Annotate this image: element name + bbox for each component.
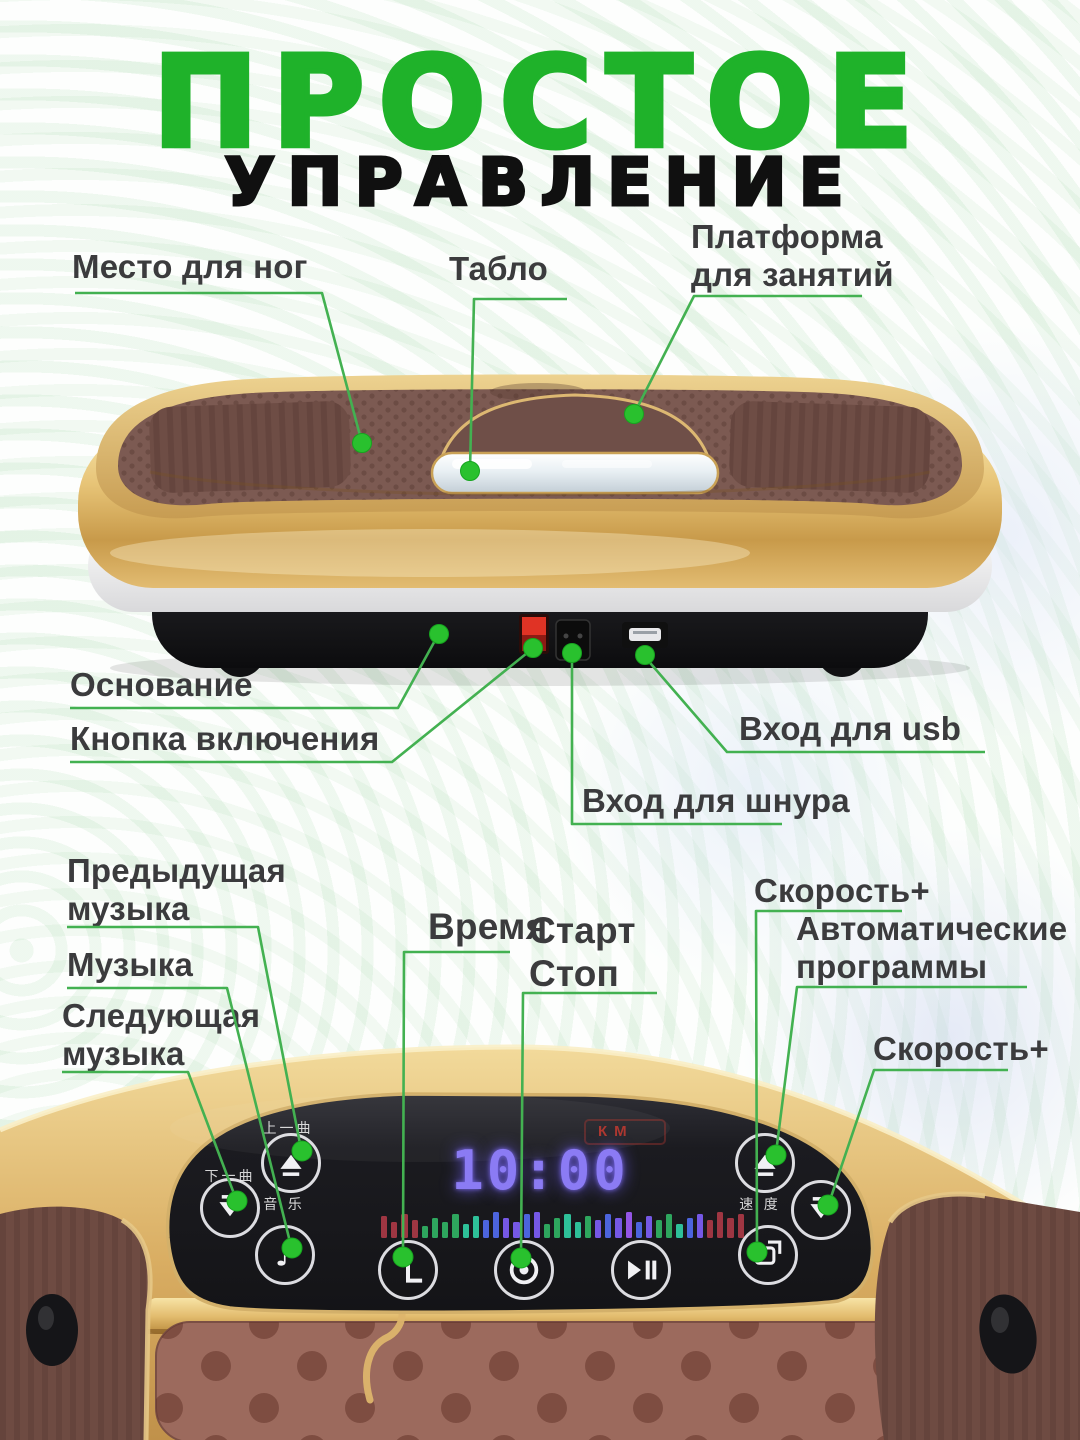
equalizer-bar [686,1218,693,1238]
equalizer-bar [594,1220,602,1238]
panel-button-play-pause [611,1240,671,1300]
panel-button-start-stop [494,1240,554,1300]
equalizer-bar [442,1222,449,1238]
callout-platform: Платформа для занятий [691,218,894,294]
equalizer-bar [584,1216,591,1238]
equalizer-bar [503,1218,510,1238]
equalizer-bar [635,1222,642,1238]
equalizer-bar [381,1216,388,1238]
arrow-down-icon [810,1197,832,1219]
panel-button-timer [378,1240,438,1300]
foot-pad-right [729,401,931,493]
headline-line2: УПРАВЛЕНИЕ [223,144,856,221]
play-pause-icon [628,1260,657,1280]
equalizer [381,1204,753,1238]
usb-port [622,622,668,648]
km-indicator: КМ [598,1123,634,1140]
panel-button-next-track [200,1178,260,1238]
equalizer-bar [737,1214,744,1238]
equalizer-bar [482,1220,490,1238]
music-note-icon: ♪ [275,1238,295,1274]
equalizer-bar [605,1214,612,1238]
svg-text:♪: ♪ [275,1238,295,1274]
equalizer-bar [472,1216,479,1238]
equalizer-bar [513,1222,520,1238]
equalizer-bar [625,1212,632,1238]
callout-start-stop: Старт Стоп [529,910,636,994]
equalizer-bar [717,1212,724,1238]
clock-icon [406,1261,423,1283]
equalizer-bar [676,1224,683,1238]
equalizer-bar [493,1212,500,1238]
equalizer-bar [391,1222,398,1238]
equalizer-bar [696,1214,703,1238]
equalizer-bar [401,1214,408,1238]
headline-line1: ПРОСТОЕ [150,29,928,176]
callout-prev-music: Предыдущая музыка [67,852,286,928]
equalizer-bar [533,1212,540,1238]
equalizer-bar [666,1214,673,1238]
panel-button-programs [738,1225,798,1285]
equalizer-bar [645,1216,653,1238]
bump-massage-pad [155,1321,913,1440]
equalizer-bar [554,1218,561,1238]
power-icon [509,1255,539,1285]
panel-button-prev-track [261,1133,321,1193]
program-icon [754,1240,782,1265]
callout-display: Табло [449,250,548,287]
equalizer-bar [452,1214,459,1238]
equalizer-bar [431,1218,439,1238]
equalizer-bar [615,1218,622,1238]
callout-time: Время [428,906,548,947]
ridge-pad-right [874,1191,1080,1440]
equalizer-bar [656,1220,663,1238]
equalizer-bar [411,1220,418,1238]
panel-button-music: ♪ [255,1225,315,1285]
equalizer-bar [564,1214,571,1238]
callout-speed-plus-top: Скорость+ [754,872,930,909]
equalizer-bar [462,1224,469,1238]
callout-foot-area: Место для ног [72,248,308,285]
equalizer-bar [574,1222,581,1238]
equalizer-bar [523,1214,530,1238]
arrow-up-icon [754,1154,776,1176]
equalizer-bar [727,1218,734,1238]
equalizer-bar [421,1226,428,1238]
arrow-down-icon [219,1195,241,1217]
arrow-up-icon [280,1154,302,1176]
panel-button-speed-down [791,1180,851,1240]
ridge-pad-left [0,1206,153,1440]
panel-button-speed-up [735,1133,795,1193]
equalizer-bar [544,1224,551,1238]
equalizer-bar [707,1220,714,1238]
led-time-display: 10:00 [451,1139,629,1202]
